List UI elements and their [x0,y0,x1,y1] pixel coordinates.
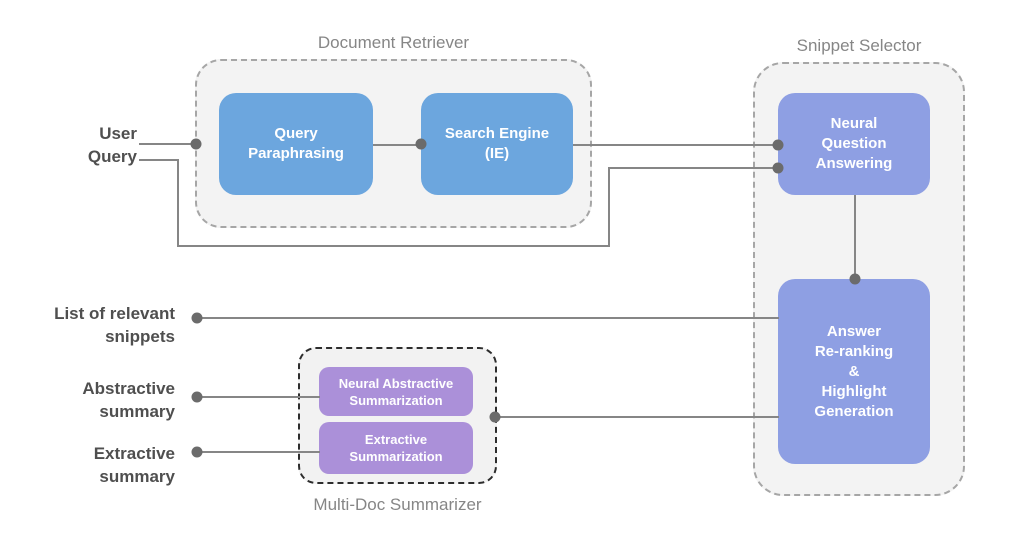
node-search-engine: Search Engine (IE) [421,93,573,195]
multi-doc-summarizer-title: Multi-Doc Summarizer [313,495,482,514]
connector-dot [191,312,203,324]
connector-dot [191,446,203,458]
label-extractive-summary: Extractive summary [93,444,175,486]
node-neural-question-answering: Neural Question Answering [778,93,930,195]
node-query-paraphrasing: Query Paraphrasing [219,93,373,195]
node-extractive-summarization: Extractive Summarization [319,422,473,474]
snippet-selector-title: Snippet Selector [796,36,922,55]
label-abstractive-summary: Abstractive summary [82,379,175,421]
label-list-of-relevant-snippets: List of relevant snippets [54,304,175,346]
document-retriever-title: Document Retriever [317,33,470,52]
label-user-query: User Query [87,124,137,166]
connector-dot [191,391,203,403]
node-neural-abstractive-summarization: Neural Abstractive Summarization [319,367,473,416]
node-answer-reranking: Answer Re-ranking & Highlight Generation [778,279,930,464]
